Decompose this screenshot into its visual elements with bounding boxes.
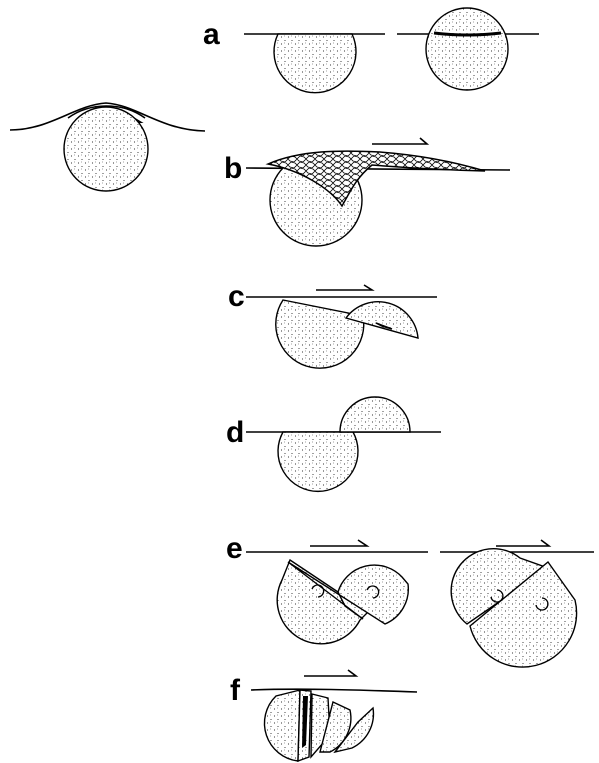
grain-a2 <box>426 8 508 90</box>
panel-c-label: c <box>228 280 245 313</box>
panel-f-label: f <box>230 674 241 707</box>
panel-c: c <box>228 280 437 368</box>
reference-grain <box>64 107 148 191</box>
shear-arrow-icon-f <box>304 670 356 676</box>
grain-f-main <box>264 690 300 761</box>
panel-b-label: b <box>224 152 242 185</box>
panel-e: e <box>226 532 594 667</box>
panel-e-label: e <box>226 532 243 565</box>
grain-c-left <box>276 300 364 368</box>
panel-d: d <box>226 397 441 491</box>
panel-a: a <box>203 8 539 93</box>
grain-d-lower <box>278 432 358 491</box>
grain-a1 <box>274 34 356 93</box>
panel-a-label: a <box>203 18 220 51</box>
panel-d-label: d <box>226 416 244 449</box>
reference-grain-group <box>10 103 205 191</box>
shear-arrow-icon-e1 <box>310 540 367 546</box>
panel-b: b <box>224 138 510 246</box>
panel-f: f <box>230 670 417 761</box>
shear-arrow-icon-b <box>372 138 427 144</box>
grain-d-upper <box>340 397 410 432</box>
surface-line-f <box>251 689 417 692</box>
shear-arrow-icon-e2 <box>496 540 549 546</box>
shear-arrow-icon-c <box>316 285 372 290</box>
